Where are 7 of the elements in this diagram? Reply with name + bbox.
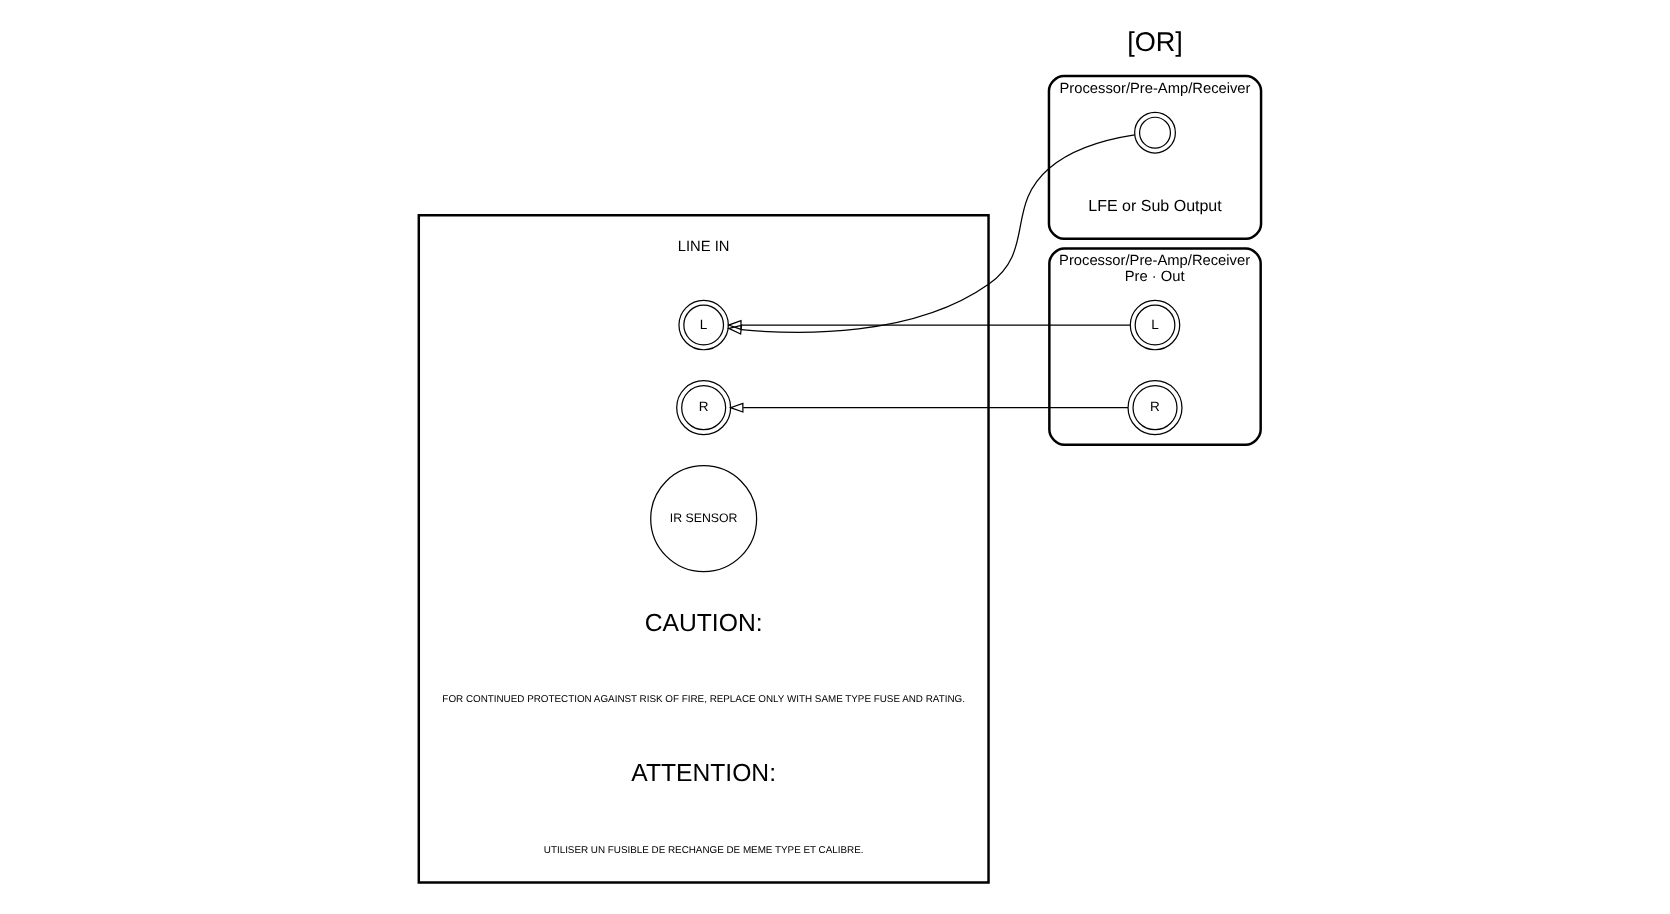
label: ATTENTION:	[631, 759, 777, 788]
label: CAUTION:	[644, 608, 763, 637]
arrow	[726, 134, 1136, 335]
label: [OR]	[1127, 26, 1183, 57]
cluster	[417, 214, 990, 884]
arrow	[726, 319, 1131, 331]
arrow	[728, 402, 1129, 413]
